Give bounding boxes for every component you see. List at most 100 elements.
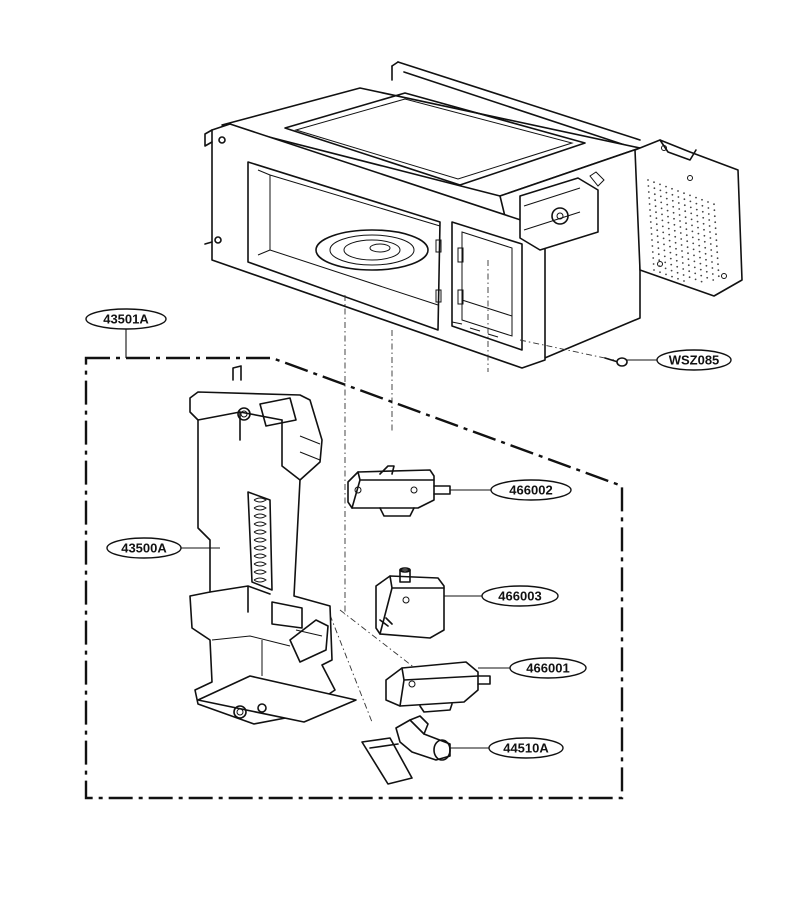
rack-tooth <box>253 553 267 559</box>
vent-hole <box>661 225 664 228</box>
vent-hole <box>715 245 718 248</box>
vent-hole <box>717 275 720 278</box>
vent-hole <box>712 279 715 281</box>
vent-hole <box>687 264 690 267</box>
vent-hole <box>711 267 714 269</box>
vent-hole <box>660 207 663 210</box>
vent-hole <box>651 245 654 247</box>
vent-hole <box>711 261 713 263</box>
vent-hole <box>686 240 689 243</box>
callout-466002: 466002 <box>490 479 572 501</box>
vent-hole <box>665 191 668 194</box>
vent-hole <box>684 210 687 213</box>
vent-hole <box>697 226 699 229</box>
vent-hole <box>698 244 701 247</box>
vent-hole <box>717 263 719 266</box>
vent-hole <box>685 228 688 231</box>
vent-hole <box>657 253 660 256</box>
vent-hole <box>713 215 716 218</box>
vent-hole <box>673 229 676 232</box>
vent-hole <box>674 235 677 238</box>
vent-hole <box>708 219 711 221</box>
vent-hole <box>701 204 704 207</box>
vent-hole <box>687 258 690 261</box>
callout-label: 466001 <box>526 661 569 676</box>
vent-hole <box>647 191 650 193</box>
vent-perforations <box>647 179 720 283</box>
vent-hole <box>709 243 712 245</box>
vent-hole <box>707 201 709 203</box>
vent-hole <box>672 211 675 214</box>
vent-hole <box>705 258 707 261</box>
callout-466001: 466001 <box>509 657 587 679</box>
kit-boundary <box>84 356 624 800</box>
vent-hole <box>678 214 681 216</box>
vent-hole <box>681 250 683 252</box>
vent-hole <box>687 252 689 255</box>
vent-hole <box>681 262 684 264</box>
vent-hole <box>714 221 717 224</box>
vent-hole <box>674 241 677 244</box>
rack-tooth <box>253 505 267 511</box>
vent-hole <box>682 274 685 276</box>
vent-hole <box>649 209 651 211</box>
vent-hole <box>670 269 673 272</box>
callout-label: WSZ085 <box>669 353 720 368</box>
vent-hole <box>667 215 669 218</box>
vent-hole <box>677 196 680 198</box>
vent-hole <box>654 205 657 208</box>
vent-hole <box>666 203 669 206</box>
vent-hole <box>686 246 689 249</box>
vent-hole <box>710 255 713 257</box>
vent-hole <box>671 199 674 202</box>
vent-hole <box>671 193 674 196</box>
vent-hole <box>715 239 718 242</box>
vent-hole <box>678 208 681 210</box>
vent-hole <box>689 194 691 197</box>
vent-hole <box>660 201 663 204</box>
screw-wsz085-part <box>604 357 628 367</box>
callout-label: 43500A <box>121 541 167 556</box>
vent-hole <box>655 211 657 214</box>
vent-hole <box>713 209 716 212</box>
vent-hole <box>650 233 653 235</box>
vent-hole <box>693 266 696 269</box>
vent-hole <box>683 192 685 195</box>
vent-hole <box>669 245 671 248</box>
vent-hole <box>679 226 682 228</box>
callout-label: 466003 <box>498 589 541 604</box>
vent-hole <box>709 237 712 239</box>
vent-hole <box>673 217 675 220</box>
vent-hole <box>701 198 703 201</box>
vent-hole <box>663 249 666 252</box>
vent-hole <box>709 231 711 233</box>
vent-hole <box>682 268 685 270</box>
vent-hole <box>703 240 706 243</box>
vent-hole <box>707 207 710 209</box>
vent-hole <box>688 270 691 273</box>
vent-hole <box>705 264 708 267</box>
switch-lever-44510A-part <box>361 715 451 785</box>
vent-hole <box>656 235 659 238</box>
vent-hole <box>681 256 684 258</box>
callout-WSZ085: WSZ085 <box>656 349 732 371</box>
vent-hole <box>665 197 668 200</box>
vent-hole <box>700 274 703 277</box>
vent-hole <box>675 247 677 250</box>
vent-hole <box>669 257 672 260</box>
vent-hole <box>659 195 662 198</box>
vent-hole <box>669 251 672 254</box>
vent-hole <box>648 197 651 199</box>
vent-hole <box>713 203 715 206</box>
vent-hole <box>702 216 705 219</box>
vent-hole <box>696 220 699 223</box>
vent-hole <box>657 247 660 250</box>
vent-hole <box>655 217 658 220</box>
vent-hole <box>655 223 658 226</box>
vent-hole <box>677 277 679 280</box>
vent-hole <box>680 244 683 246</box>
vent-hole <box>710 249 713 251</box>
vent-hole <box>717 269 720 272</box>
vent-hole <box>649 221 652 223</box>
vent-hole <box>691 224 693 227</box>
